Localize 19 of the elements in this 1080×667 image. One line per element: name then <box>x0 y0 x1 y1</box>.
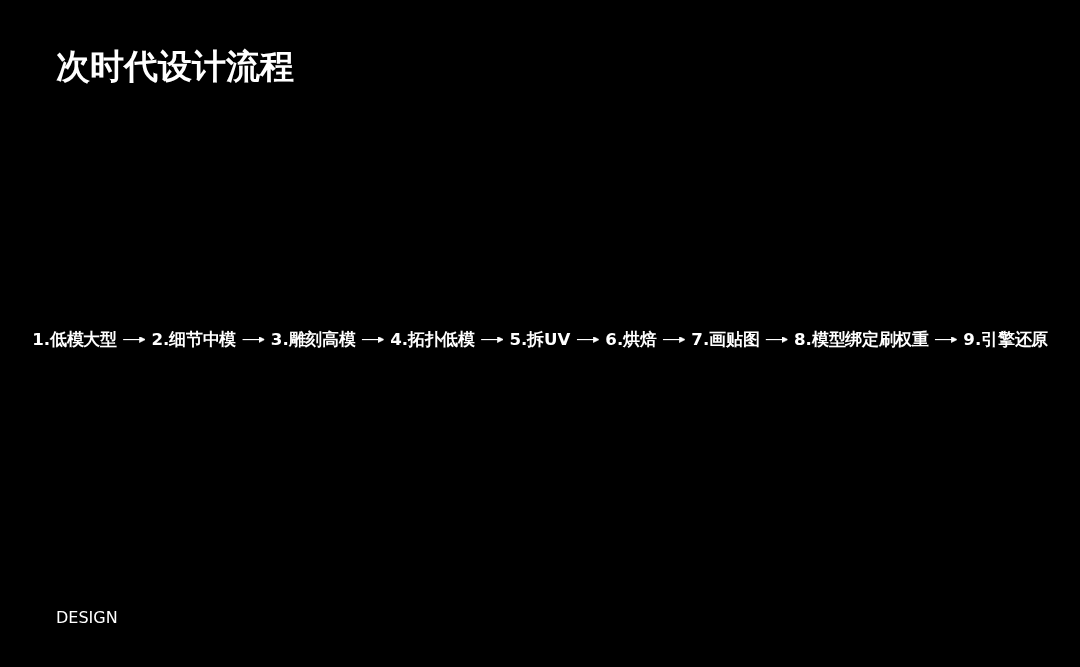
arrow <box>662 336 686 344</box>
arrow <box>575 336 600 344</box>
node-text: 5.拆UV <box>509 330 571 350</box>
node-text: 8.模型绑定刷权重 <box>794 330 929 350</box>
node-text: 2.细节中模 <box>151 330 237 350</box>
node-text: 7.画贴图 <box>691 330 760 350</box>
node-text: 3.雕刻高模 <box>270 330 356 350</box>
node-text: 1.低模大型 <box>32 330 117 350</box>
arrow <box>241 336 266 344</box>
node-text: 4.拓扑低模 <box>390 330 475 350</box>
node-text: 9.引擎还原 <box>963 330 1048 350</box>
node-text: 6.烘焙 <box>605 330 657 350</box>
arrow <box>122 336 146 344</box>
footer-label: DESIGN <box>56 608 118 627</box>
arrow <box>480 336 504 344</box>
title: 次时代设计流程 <box>56 45 294 88</box>
arrow <box>764 336 789 344</box>
arrow <box>933 336 958 344</box>
arrow <box>360 336 385 344</box>
